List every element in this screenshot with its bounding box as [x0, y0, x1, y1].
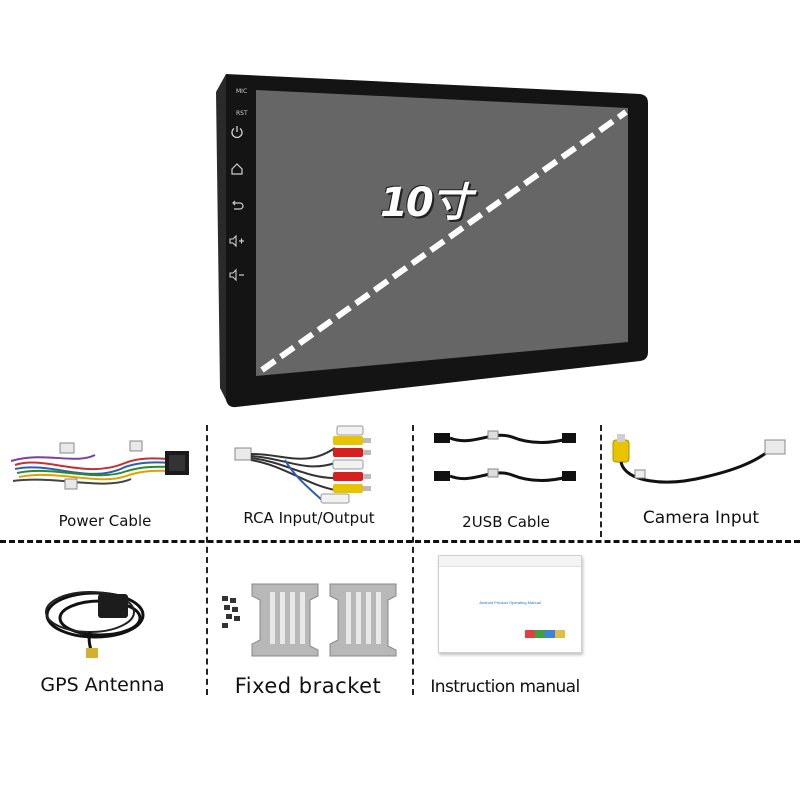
manual-cover-stripe — [439, 556, 581, 567]
manual-cover-logos — [525, 630, 565, 638]
head-unit-graphic — [216, 74, 648, 408]
mic-label: MIC — [236, 88, 248, 95]
rca-cable-label: RCA Input/Output — [243, 509, 375, 527]
gps-antenna-label: GPS Antenna — [40, 674, 165, 696]
manual-cover-title: Android Product Operating Manual — [479, 600, 541, 605]
rca-cable-image — [234, 425, 371, 504]
device-screen — [256, 90, 628, 376]
rst-label: RST — [236, 110, 248, 117]
usb-cable-image — [434, 430, 576, 482]
divider-vertical-2 — [412, 425, 414, 695]
screen-diagonal — [260, 109, 628, 373]
power-cable-image — [10, 440, 189, 490]
power-cable-label: Power Cable — [58, 512, 152, 530]
screen-size-label: 10寸 — [380, 180, 472, 226]
gps-antenna-image — [45, 591, 145, 658]
power-icon[interactable] — [230, 125, 244, 139]
instruction-manual-label: Instruction manual — [430, 677, 580, 697]
divider-vertical-3 — [600, 425, 602, 537]
volume-down-icon[interactable] — [229, 268, 245, 282]
divider-vertical-1 — [206, 425, 208, 695]
usb-cable-label: 2USB Cable — [462, 513, 550, 531]
fixed-bracket-image — [222, 583, 397, 657]
back-icon[interactable] — [230, 199, 244, 213]
head-unit: MIC RST 10寸 — [216, 74, 648, 408]
fixed-bracket-label: Fixed bracket — [234, 674, 382, 698]
device-bezel-edge — [216, 74, 226, 400]
camera-cable-label: Camera Input — [642, 508, 760, 528]
volume-up-icon[interactable] — [229, 234, 245, 248]
instruction-manual-image: Android Product Operating Manual — [438, 555, 582, 653]
home-icon[interactable] — [230, 162, 244, 176]
camera-cable-image — [612, 434, 786, 484]
divider-horizontal — [0, 540, 800, 543]
